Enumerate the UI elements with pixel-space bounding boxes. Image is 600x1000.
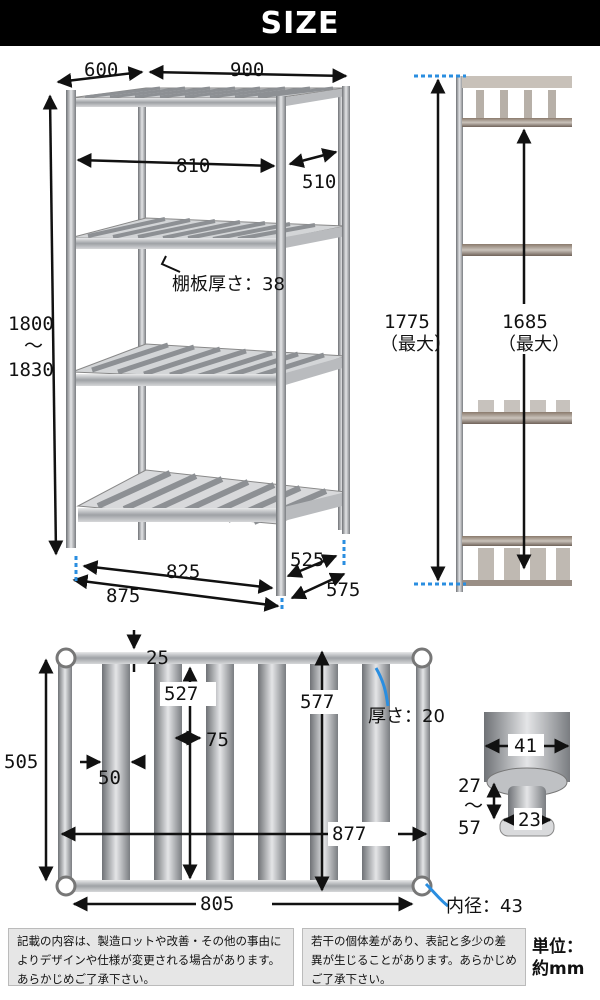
unit-label: 単位： 約mm — [532, 936, 598, 980]
side-shelf-4 — [462, 536, 572, 586]
height-min-label: 1800 — [8, 313, 54, 335]
height-max-label: 1830 — [8, 359, 54, 381]
side-shelf-2 — [462, 244, 572, 256]
hole-leader — [424, 882, 449, 908]
base-inner-depth-arrow — [286, 554, 338, 578]
width-label: 900 — [230, 59, 264, 81]
thickness-leader — [374, 667, 390, 707]
post-height-label: 1775 — [384, 311, 430, 333]
thickness-label: 厚さ：20 — [368, 706, 445, 727]
shelf-level-3 — [71, 342, 347, 386]
base-outer-depth-label: 575 — [326, 579, 360, 601]
note-left-text: 記載の内容は、製造ロットや改善・その他の事由によりデザインや仕様が変更される場合… — [17, 934, 282, 986]
frame-width-label: 25 — [146, 647, 169, 669]
width-arrow — [148, 64, 348, 84]
base-outer-width-arrow — [72, 574, 280, 612]
title-bar: SIZE — [0, 0, 600, 46]
back-right-post — [342, 86, 350, 534]
front-left-post — [66, 90, 76, 548]
shelf-level-4 — [76, 469, 348, 525]
base-outer-depth-arrow — [290, 572, 346, 600]
inner-width-arrow — [76, 152, 276, 174]
unit-line-2: 約mm — [532, 959, 585, 979]
hole-diameter-label: 内径：43 — [446, 896, 523, 917]
shelf-level-1 — [68, 86, 347, 107]
foot-bolt-label: 23 — [518, 809, 541, 831]
base-inner-depth-label: 525 — [290, 549, 324, 571]
front-right-post — [276, 96, 286, 596]
slat-width-label: 50 — [98, 767, 121, 789]
inner-depth-arrow — [288, 148, 338, 168]
top-outer-width-label: 877 — [332, 823, 366, 845]
post-height-note: （最大） — [380, 334, 452, 355]
shelf-perspective — [66, 86, 350, 596]
shelf-thickness-label: 棚板厚さ：38 — [172, 274, 285, 295]
note-right: 若干の個体差があり、表記と多少の差異が生じることがあります。あらかじめご了承下さ… — [302, 928, 526, 986]
shelf-level-2 — [68, 217, 347, 249]
depth-arrow — [56, 66, 144, 88]
note-right-text: 若干の個体差があり、表記と多少の差異が生じることがあります。あらかじめご了承下さ… — [311, 934, 517, 986]
inner-width-label: 810 — [176, 155, 210, 177]
span-height-note: （最大） — [498, 334, 570, 355]
page-title: SIZE — [260, 5, 340, 41]
foot-adjust-tilde: ～ — [464, 795, 483, 817]
side-shelf-3 — [462, 400, 572, 424]
span-height-label: 1685 — [502, 311, 548, 333]
slat-inner-length-label: 527 — [164, 683, 198, 705]
height-tilde-label: ～ — [24, 335, 43, 357]
depth-label: 600 — [84, 59, 118, 81]
base-outer-width-label: 875 — [106, 585, 140, 607]
slat-gap-label: 75 — [206, 729, 229, 751]
note-left: 記載の内容は、製造ロットや改善・その他の事由によりデザインや仕様が変更される場合… — [8, 928, 294, 986]
slat-outer-length-label: 577 — [300, 691, 334, 713]
rear-left-post — [138, 100, 146, 540]
unit-line-1: 単位： — [532, 937, 583, 957]
top-depth-label: 505 — [4, 751, 38, 773]
foot-adjust-min-label: 27 — [458, 775, 481, 797]
dimension-diagram: 600 900 810 510 棚板厚さ：38 1800 ～ 1830 825 … — [4, 59, 572, 917]
top-inner-width-label: 805 — [200, 893, 234, 915]
base-inner-width-label: 825 — [166, 561, 200, 583]
foot-adjust-max-label: 57 — [458, 817, 481, 839]
foot-diameter-label: 41 — [514, 735, 537, 757]
side-shelf-1 — [462, 76, 572, 127]
inner-depth-label: 510 — [302, 171, 336, 193]
height-arrow — [42, 94, 64, 556]
